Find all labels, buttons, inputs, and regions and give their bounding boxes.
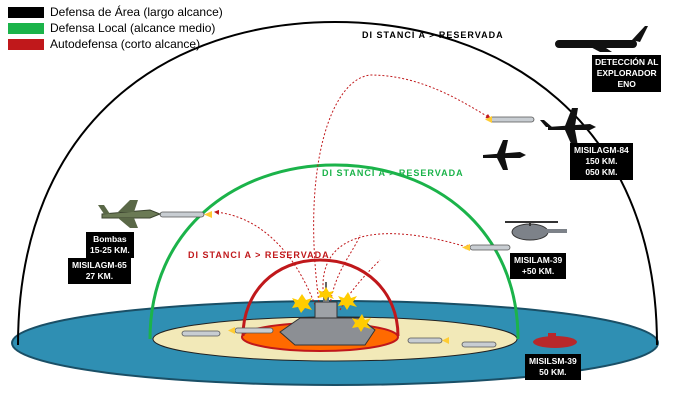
sm39-label: MISILSM-39 50 KM. <box>525 354 581 380</box>
missile-icon <box>462 244 511 251</box>
trajectories <box>214 74 491 311</box>
missile-icon <box>228 327 274 334</box>
legend-label-local: Defensa Local (alcance medio) <box>50 21 216 35</box>
self-range-label: DI STANCI A > RESERVADA <box>188 250 330 260</box>
detection-label: DETECCIÓN AL EXPLORADOR ENO <box>592 55 662 92</box>
helicopter-icon <box>505 221 567 241</box>
legend-item-area: Defensa de Área (largo alcance) <box>8 5 223 19</box>
self-defense-dome <box>241 258 400 337</box>
fighter-jet-icon <box>540 108 596 146</box>
legend-label-self: Autodefensa (corto alcance) <box>50 37 201 51</box>
explosion-icons <box>292 287 371 332</box>
patrol-aircraft-icon <box>555 26 648 52</box>
missile-icon <box>407 337 449 344</box>
missile-icon <box>485 116 535 123</box>
legend-item-local: Defensa Local (alcance medio) <box>8 21 223 35</box>
bombs-label: Bombas 15-25 KM. <box>86 232 134 258</box>
legend-label-area: Defensa de Área (largo alcance) <box>50 5 223 19</box>
agm84-label: MISILAGM-84 150 KM. 050 KM. <box>570 143 633 180</box>
agm65-label: MISILAGM-65 27 KM. <box>68 258 131 284</box>
area-defense-dome <box>17 20 658 346</box>
fighter-jet-icon <box>483 140 526 170</box>
am39-label: MISILAM-39 +50 KM. <box>510 253 567 279</box>
missile-icons <box>159 116 535 348</box>
legend-swatch-local <box>8 22 44 34</box>
area-range-label: DI STANCI A > RESERVADA <box>362 30 504 40</box>
fighter-jet-icon <box>98 200 162 228</box>
missile-icon <box>181 330 221 337</box>
legend: Defensa de Área (largo alcance) Defensa … <box>8 5 223 53</box>
legend-swatch-self <box>8 38 44 50</box>
missile-icon <box>461 341 497 348</box>
legend-item-self: Autodefensa (corto alcance) <box>8 37 223 51</box>
local-range-label: DI STANCI A > RESERVADA <box>322 168 464 178</box>
frigate-icon <box>279 282 376 346</box>
legend-swatch-area <box>8 6 44 18</box>
submarine-icon <box>533 333 577 348</box>
